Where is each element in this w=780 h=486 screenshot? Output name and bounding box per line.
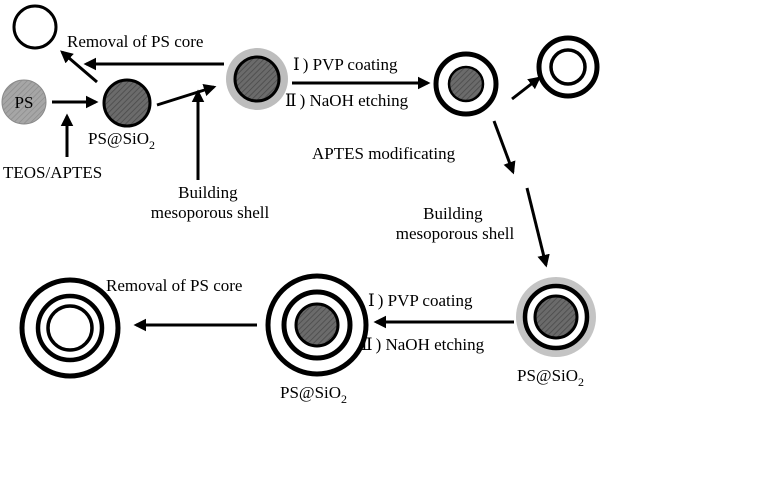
hollow-shell-right [536,35,600,99]
arrow-to-hollow-right [511,76,541,101]
aptes-mod-label: APTES modificating [312,144,456,163]
teos-aptes-label: TEOS/APTES [3,163,102,182]
arrow-to-hollow-top [60,50,98,84]
ps-particle: PS [1,79,47,125]
building-shell-label-bottom: Building mesoporous shell [396,204,515,243]
arrow-aptes-down [492,120,516,175]
pvp-bottom-label: Ⅰ) PVP coating [368,291,473,311]
mesoporous-particle-bottom [516,277,596,357]
building-shell-label-top: Building mesoporous shell [151,183,270,222]
naoh-bottom-label: Ⅱ) NaOH etching [361,335,485,355]
ps-sio2-particle-bottom [265,273,369,377]
double-hollow-sphere [19,277,121,379]
ps-sio2-label-top: PS@SiO2 [88,129,155,152]
arrow-sio2-to-mesoporous [156,84,217,107]
arrow-building-shell-down [525,187,550,268]
ps-sio2-label-bottom-center: PS@SiO2 [280,383,347,406]
ps-sio2-particle-top [102,78,152,128]
ps-sio2-label-bottom-right: PS@SiO2 [517,366,584,389]
pvp-top-label: Ⅰ) PVP coating [293,55,398,75]
hollow-sphere-top [12,4,58,50]
yolk-shell-particle [433,51,499,117]
ps-label: PS [15,93,34,112]
removal-top-label: Removal of PS core [67,32,203,51]
mesoporous-particle-top [226,48,288,110]
removal-bottom-label: Removal of PS core [106,276,242,295]
naoh-top-label: Ⅱ) NaOH etching [285,91,409,111]
